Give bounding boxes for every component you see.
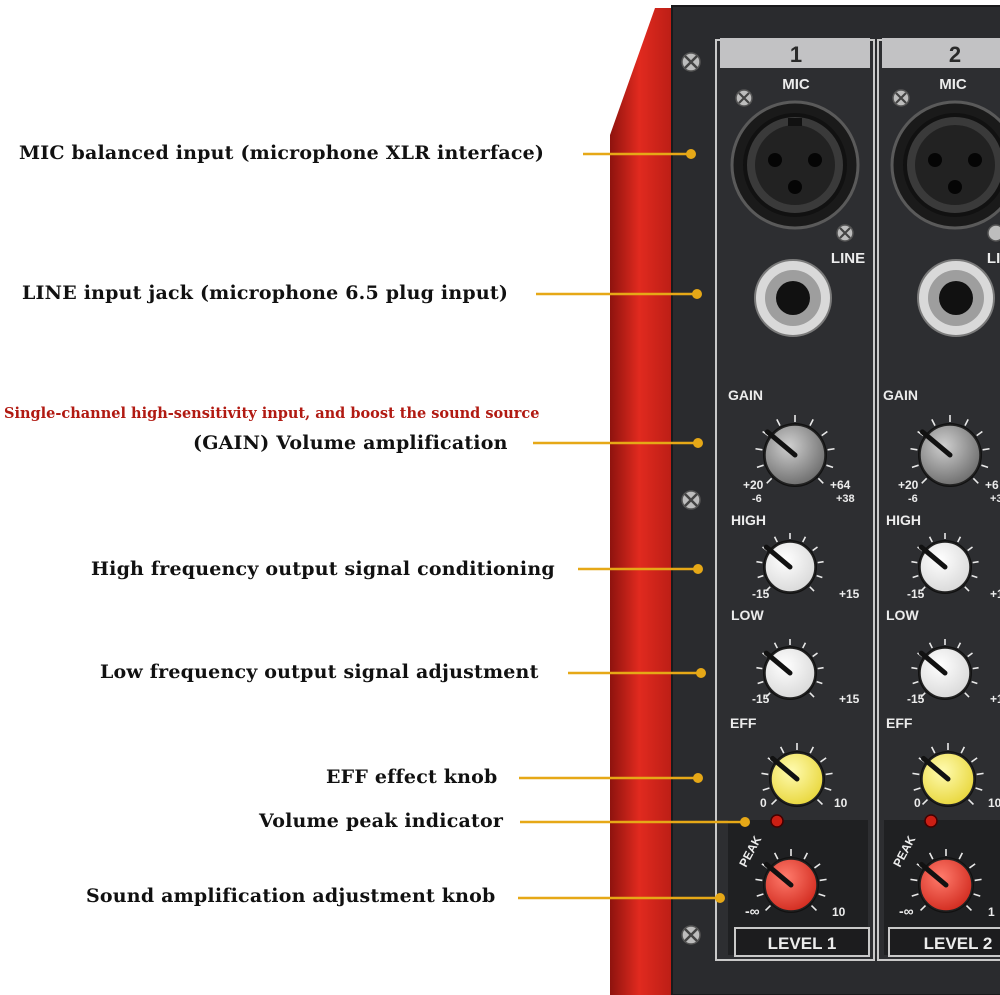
low-eq-knob[interactable] <box>756 639 824 700</box>
gain-label: GAIN <box>728 387 763 403</box>
gain-scale-min: +20 <box>898 478 919 492</box>
low-label: LOW <box>886 607 919 623</box>
screw-icon <box>681 490 701 510</box>
low-scale-min: -15 <box>752 692 770 706</box>
gain-scale-sub-max: +3 <box>990 493 1000 505</box>
level-label: LEVEL 2 <box>924 934 993 953</box>
high-eq-knob[interactable] <box>756 533 824 594</box>
eff-scale-min: 0 <box>760 796 767 810</box>
callout-peak: Volume peak indicator <box>259 810 504 832</box>
mixer-side-red <box>610 8 675 995</box>
mic-label: MIC <box>939 76 967 93</box>
level-scale-max: 1 <box>988 905 995 919</box>
callout-mic-input: MIC balanced input (microphone XLR inter… <box>19 142 545 164</box>
eff-scale-max: 10 <box>988 796 1000 810</box>
eff-scale-max: 10 <box>834 796 848 810</box>
callout-low-eq: Low frequency output signal adjustment <box>100 661 539 683</box>
callout-eff: EFF effect knob <box>326 766 498 788</box>
high-scale-min: -15 <box>752 587 770 601</box>
gain-label: GAIN <box>883 387 918 403</box>
level-scale-min: -∞ <box>899 903 914 919</box>
gain-scale-sub-max: +38 <box>836 493 855 505</box>
eff-knob[interactable] <box>761 743 833 807</box>
callout-high-eq: High frequency output signal conditionin… <box>91 558 555 580</box>
low-eq-knob[interactable] <box>911 639 979 700</box>
eff-knob[interactable] <box>912 743 984 807</box>
gain-scale-max: +64 <box>830 478 851 492</box>
level-scale-min: -∞ <box>745 903 760 919</box>
gain-scale-sub-min: -6 <box>908 493 918 505</box>
high-label: HIGH <box>731 512 766 528</box>
channel-number: 1 <box>790 42 802 67</box>
mic-label: MIC <box>782 76 810 93</box>
high-scale-min: -15 <box>907 587 925 601</box>
level-knob[interactable] <box>755 849 827 913</box>
gain-knob[interactable] <box>755 415 835 487</box>
low-scale-min: -15 <box>907 692 925 706</box>
line-label: LINE <box>831 250 865 267</box>
gain-scale-max: +6 <box>985 478 999 492</box>
eff-label: EFF <box>886 715 913 731</box>
xlr-socket-icon <box>730 100 860 230</box>
callout-leaders <box>518 149 750 903</box>
screw-icon <box>681 52 701 72</box>
screw-icon <box>836 224 854 242</box>
channel-number: 2 <box>949 42 961 67</box>
knob-layer <box>755 415 990 913</box>
low-scale-max: +1 <box>990 692 1000 706</box>
low-scale-max: +15 <box>839 692 860 706</box>
gain-scale-sub-min: -6 <box>752 493 762 505</box>
screw-icon <box>892 89 910 107</box>
level-scale-max: 10 <box>832 905 846 919</box>
low-label: LOW <box>731 607 764 623</box>
callout-gain-note: Single-channel high-sensitivity input, a… <box>4 405 540 422</box>
screw-icon <box>681 925 701 945</box>
callout-gain: (GAIN) Volume amplification <box>193 432 508 454</box>
callout-level: Sound amplification adjustment knob <box>86 885 496 907</box>
peak-led-icon <box>770 814 784 828</box>
jack-socket-icon <box>754 259 832 337</box>
eff-label: EFF <box>730 715 757 731</box>
level-knob[interactable] <box>910 849 982 913</box>
callout-line-input: LINE input jack (microphone 6.5 plug inp… <box>22 282 509 304</box>
screw-icon <box>987 224 1000 242</box>
gain-scale-min: +20 <box>743 478 764 492</box>
high-scale-max: +15 <box>839 587 860 601</box>
screw-icon <box>735 89 753 107</box>
peak-led-icon <box>924 814 938 828</box>
line-label: LINE <box>987 250 1000 267</box>
eff-scale-min: 0 <box>914 796 921 810</box>
jack-socket-icon <box>917 259 995 337</box>
gain-knob[interactable] <box>910 415 990 487</box>
xlr-socket-icon <box>890 100 1000 230</box>
high-label: HIGH <box>886 512 921 528</box>
high-eq-knob[interactable] <box>911 533 979 594</box>
high-scale-max: +1 <box>990 587 1000 601</box>
level-label: LEVEL 1 <box>768 934 837 953</box>
